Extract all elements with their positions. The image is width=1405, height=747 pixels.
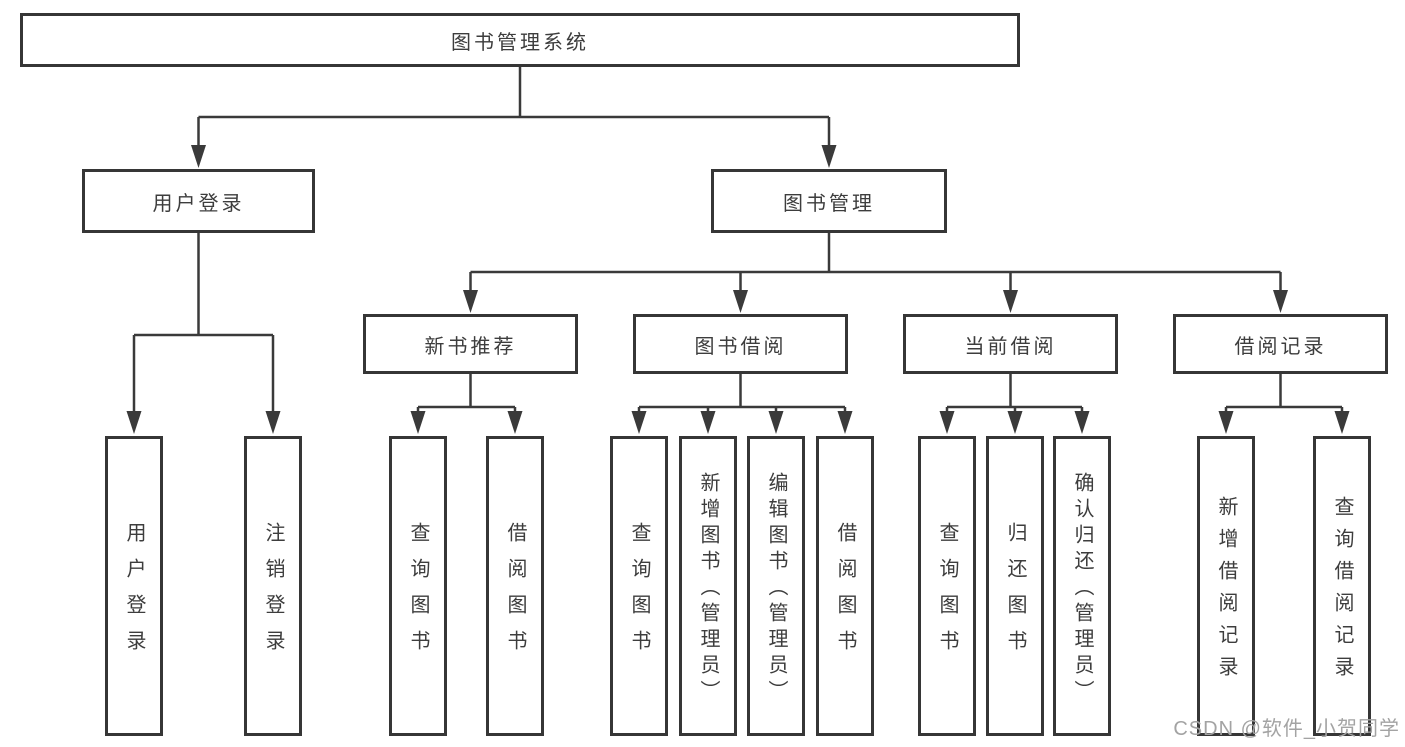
leaf-current-query-book: 查询图书 — [918, 436, 976, 736]
leaf-borrow-query-book: 查询图书 — [610, 436, 668, 736]
leaf-record-add-label: 新增借阅记录 — [1215, 496, 1237, 688]
leaf-new-book-query: 查询图书 — [389, 436, 447, 736]
leaf-borrow-edit-book-label: 编辑图书（管理员） — [765, 472, 787, 706]
node-new-book-recommend-label: 新书推荐 — [424, 335, 517, 358]
leaf-borrow-borrow-book: 借阅图书 — [816, 436, 874, 736]
leaf-current-confirm-return: 确认归还（管理员） — [1053, 436, 1111, 736]
leaf-current-return-book: 归还图书 — [986, 436, 1044, 736]
node-user-login-label: 用户登录 — [152, 192, 245, 215]
leaf-new-book-query-label: 查询图书 — [407, 522, 429, 666]
leaf-current-confirm-return-label: 确认归还（管理员） — [1071, 472, 1093, 706]
leaf-user-login: 用户登录 — [105, 436, 163, 736]
leaf-logout: 注销登录 — [244, 436, 302, 736]
node-borrow-record-label: 借阅记录 — [1234, 335, 1327, 358]
node-root: 图书管理系统 — [20, 13, 1020, 67]
leaf-borrow-add-book-label: 新增图书（管理员） — [697, 472, 719, 706]
node-book-borrow-label: 图书借阅 — [694, 335, 787, 358]
node-new-book-recommend: 新书推荐 — [363, 314, 578, 374]
watermark: CSDN @软件_小贺同学 — [1173, 718, 1400, 740]
leaf-borrow-add-book: 新增图书（管理员） — [679, 436, 737, 736]
leaf-borrow-edit-book: 编辑图书（管理员） — [747, 436, 805, 736]
node-user-login: 用户登录 — [82, 169, 315, 233]
node-current-borrow-label: 当前借阅 — [964, 335, 1057, 358]
leaf-borrow-query-book-label: 查询图书 — [628, 522, 650, 666]
node-borrow-record: 借阅记录 — [1173, 314, 1388, 374]
node-book-management-label: 图书管理 — [783, 192, 875, 215]
node-book-management: 图书管理 — [711, 169, 947, 233]
leaf-record-query-label: 查询借阅记录 — [1331, 496, 1353, 688]
leaf-record-add: 新增借阅记录 — [1197, 436, 1255, 736]
leaf-user-login-label: 用户登录 — [123, 522, 145, 666]
leaf-record-query: 查询借阅记录 — [1313, 436, 1371, 736]
leaf-current-query-book-label: 查询图书 — [936, 522, 958, 666]
node-root-label: 图书管理系统 — [451, 31, 589, 54]
leaf-borrow-borrow-book-label: 借阅图书 — [834, 522, 856, 666]
leaf-new-book-borrow: 借阅图书 — [486, 436, 544, 736]
leaf-new-book-borrow-label: 借阅图书 — [504, 522, 526, 666]
leaf-current-return-book-label: 归还图书 — [1004, 522, 1026, 666]
node-current-borrow: 当前借阅 — [903, 314, 1118, 374]
node-book-borrow: 图书借阅 — [633, 314, 848, 374]
leaf-logout-label: 注销登录 — [262, 522, 284, 666]
